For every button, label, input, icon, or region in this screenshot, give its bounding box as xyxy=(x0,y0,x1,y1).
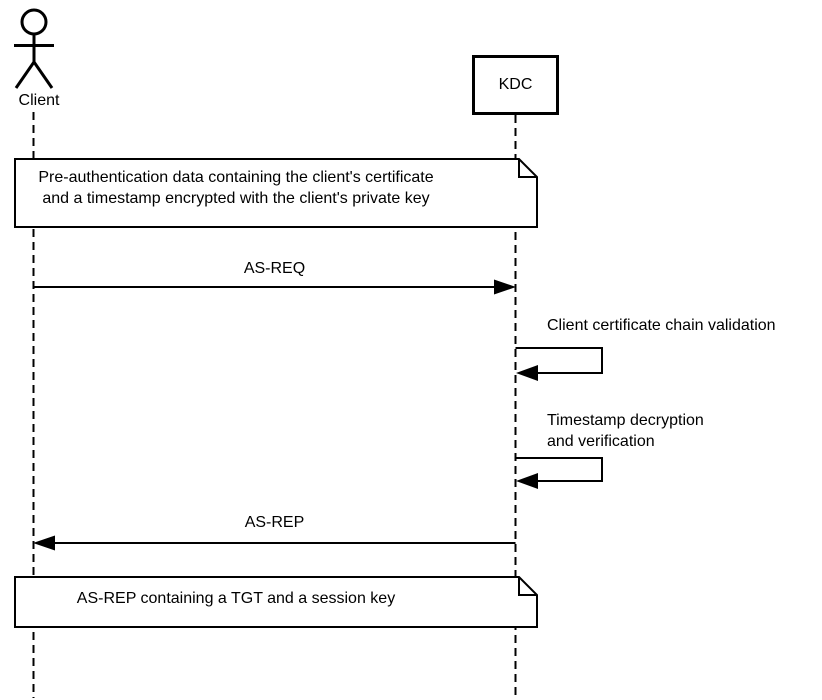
cert-validation-arrowhead-icon xyxy=(516,365,538,381)
kdc-participant-label: KDC xyxy=(498,76,533,93)
as-rep-arrowhead-icon xyxy=(33,535,55,551)
kdc-box xyxy=(472,55,559,115)
as-req-arrowhead-icon xyxy=(494,279,516,295)
cert-validation-self-loop xyxy=(515,347,603,374)
cert-validation-message-label: Client certificate chain validation xyxy=(547,317,776,334)
note-preauth-fold-icon xyxy=(518,159,537,178)
note-asrep-shape xyxy=(14,576,538,628)
note-asrep-text: AS-REP containing a TGT and a session ke… xyxy=(76,590,396,607)
as-rep-message-label: AS-REP xyxy=(244,514,305,531)
note-asrep-fold-icon xyxy=(518,577,537,596)
client-actor-label: Client xyxy=(18,92,60,109)
timestamp-verification-arrowhead-icon xyxy=(516,473,538,489)
as-req-message-label: AS-REQ xyxy=(243,260,306,277)
note-preauth-shape xyxy=(14,158,538,228)
timestamp-verification-message-label: Timestamp decryption and verification xyxy=(547,412,704,450)
note-preauth-text: Pre-authentication data containing the c… xyxy=(38,169,434,207)
timestamp-verification-self-loop xyxy=(515,457,603,482)
client-actor-icon xyxy=(14,8,54,89)
